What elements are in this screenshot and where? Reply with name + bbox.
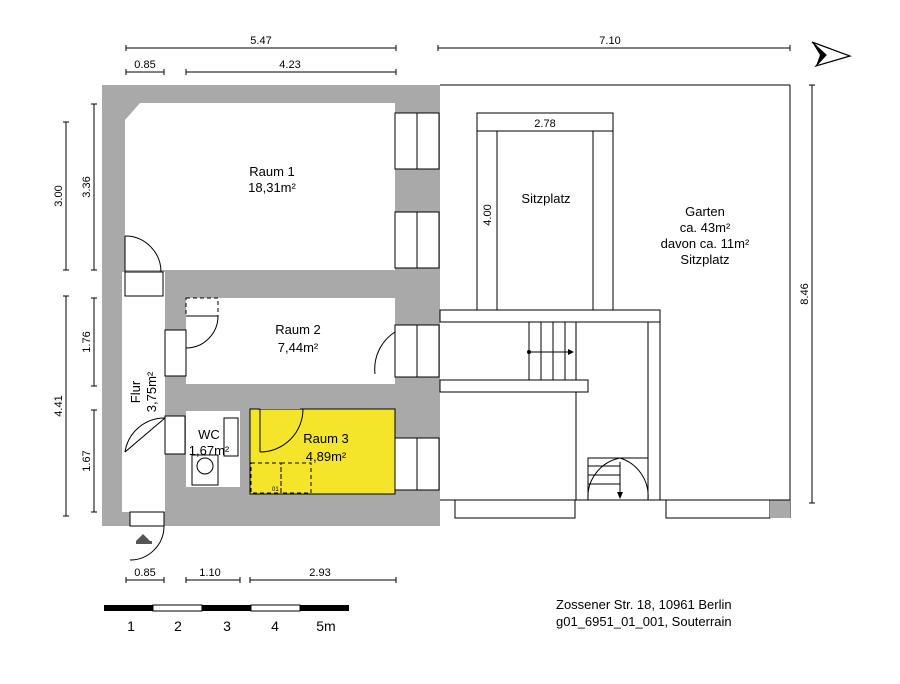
- svg-text:01: 01: [272, 487, 279, 493]
- wc-name: WC: [198, 427, 220, 442]
- dim-left-lower-a: 1.76: [81, 331, 93, 352]
- raum-2-area: 7,44m²: [278, 340, 319, 355]
- raum-1-area: 18,31m²: [248, 180, 296, 195]
- dim-bottom-a: 0.85: [134, 567, 155, 579]
- scale-label-3: 3: [223, 618, 231, 634]
- dim-garden-depth: 8.46: [799, 283, 811, 304]
- raum-2-name: Raum 2: [275, 322, 321, 337]
- dim-sitzplatz-depth: 4.00: [482, 204, 494, 225]
- dim-left-lower-total: 4.41: [53, 395, 65, 416]
- windows-right-wall: [394, 112, 440, 491]
- garten-line-1: Garten: [685, 204, 725, 219]
- dim-top-left-total: 5.47: [250, 35, 271, 47]
- dim-left-lower-b: 1.67: [81, 450, 93, 471]
- flur-floor: [122, 272, 165, 512]
- dim-top-right-total: 7.10: [599, 35, 620, 47]
- garten-line-4: Sitzplatz: [680, 252, 729, 267]
- flur-name: Flur: [128, 380, 143, 403]
- dim-bottom-c: 2.93: [309, 567, 330, 579]
- scale-label-5m: 5m: [316, 618, 335, 634]
- scale-bar: [104, 604, 349, 612]
- wc-area: 1,67m²: [189, 443, 230, 458]
- raum-1-floor: [125, 103, 395, 270]
- dim-top-left-a: 0.85: [134, 59, 155, 71]
- dim-top-left-b: 4.23: [279, 59, 300, 71]
- address-line-1: Zossener Str. 18, 10961 Berlin: [556, 597, 732, 612]
- garden-area: [439, 84, 791, 519]
- building-walls: [102, 85, 440, 526]
- raum-1-name: Raum 1: [249, 164, 295, 179]
- dim-left-upper-inner: 3.36: [81, 176, 93, 197]
- scale-label-1: 1: [127, 618, 135, 634]
- raum-3-fixtures: 01: [250, 462, 312, 494]
- garten-line-3: davon ca. 11m²: [661, 236, 750, 251]
- north-arrow-icon: [811, 41, 852, 68]
- dimension-lines: [63, 45, 815, 583]
- sitzplatz-label: Sitzplatz: [521, 191, 570, 206]
- toilet-icon: [191, 454, 219, 486]
- scale-label-4: 4: [271, 618, 279, 634]
- raum-2-floor: [186, 298, 395, 384]
- garten-line-2: ca. 43m²: [680, 220, 731, 235]
- raum-3-area: 4,89m²: [306, 449, 347, 464]
- dim-left-upper-total: 3.00: [53, 185, 65, 206]
- raum-3-name: Raum 3: [303, 431, 349, 446]
- dim-sitzplatz-width: 2.78: [534, 118, 555, 130]
- doors: [124, 235, 396, 561]
- flur-area: 3,75m²: [144, 371, 159, 412]
- address-line-2: g01_6951_01_001, Souterrain: [556, 614, 732, 629]
- raum-3-floor: [249, 408, 396, 495]
- dim-bottom-b: 1.10: [199, 567, 220, 579]
- scale-label-2: 2: [174, 618, 182, 634]
